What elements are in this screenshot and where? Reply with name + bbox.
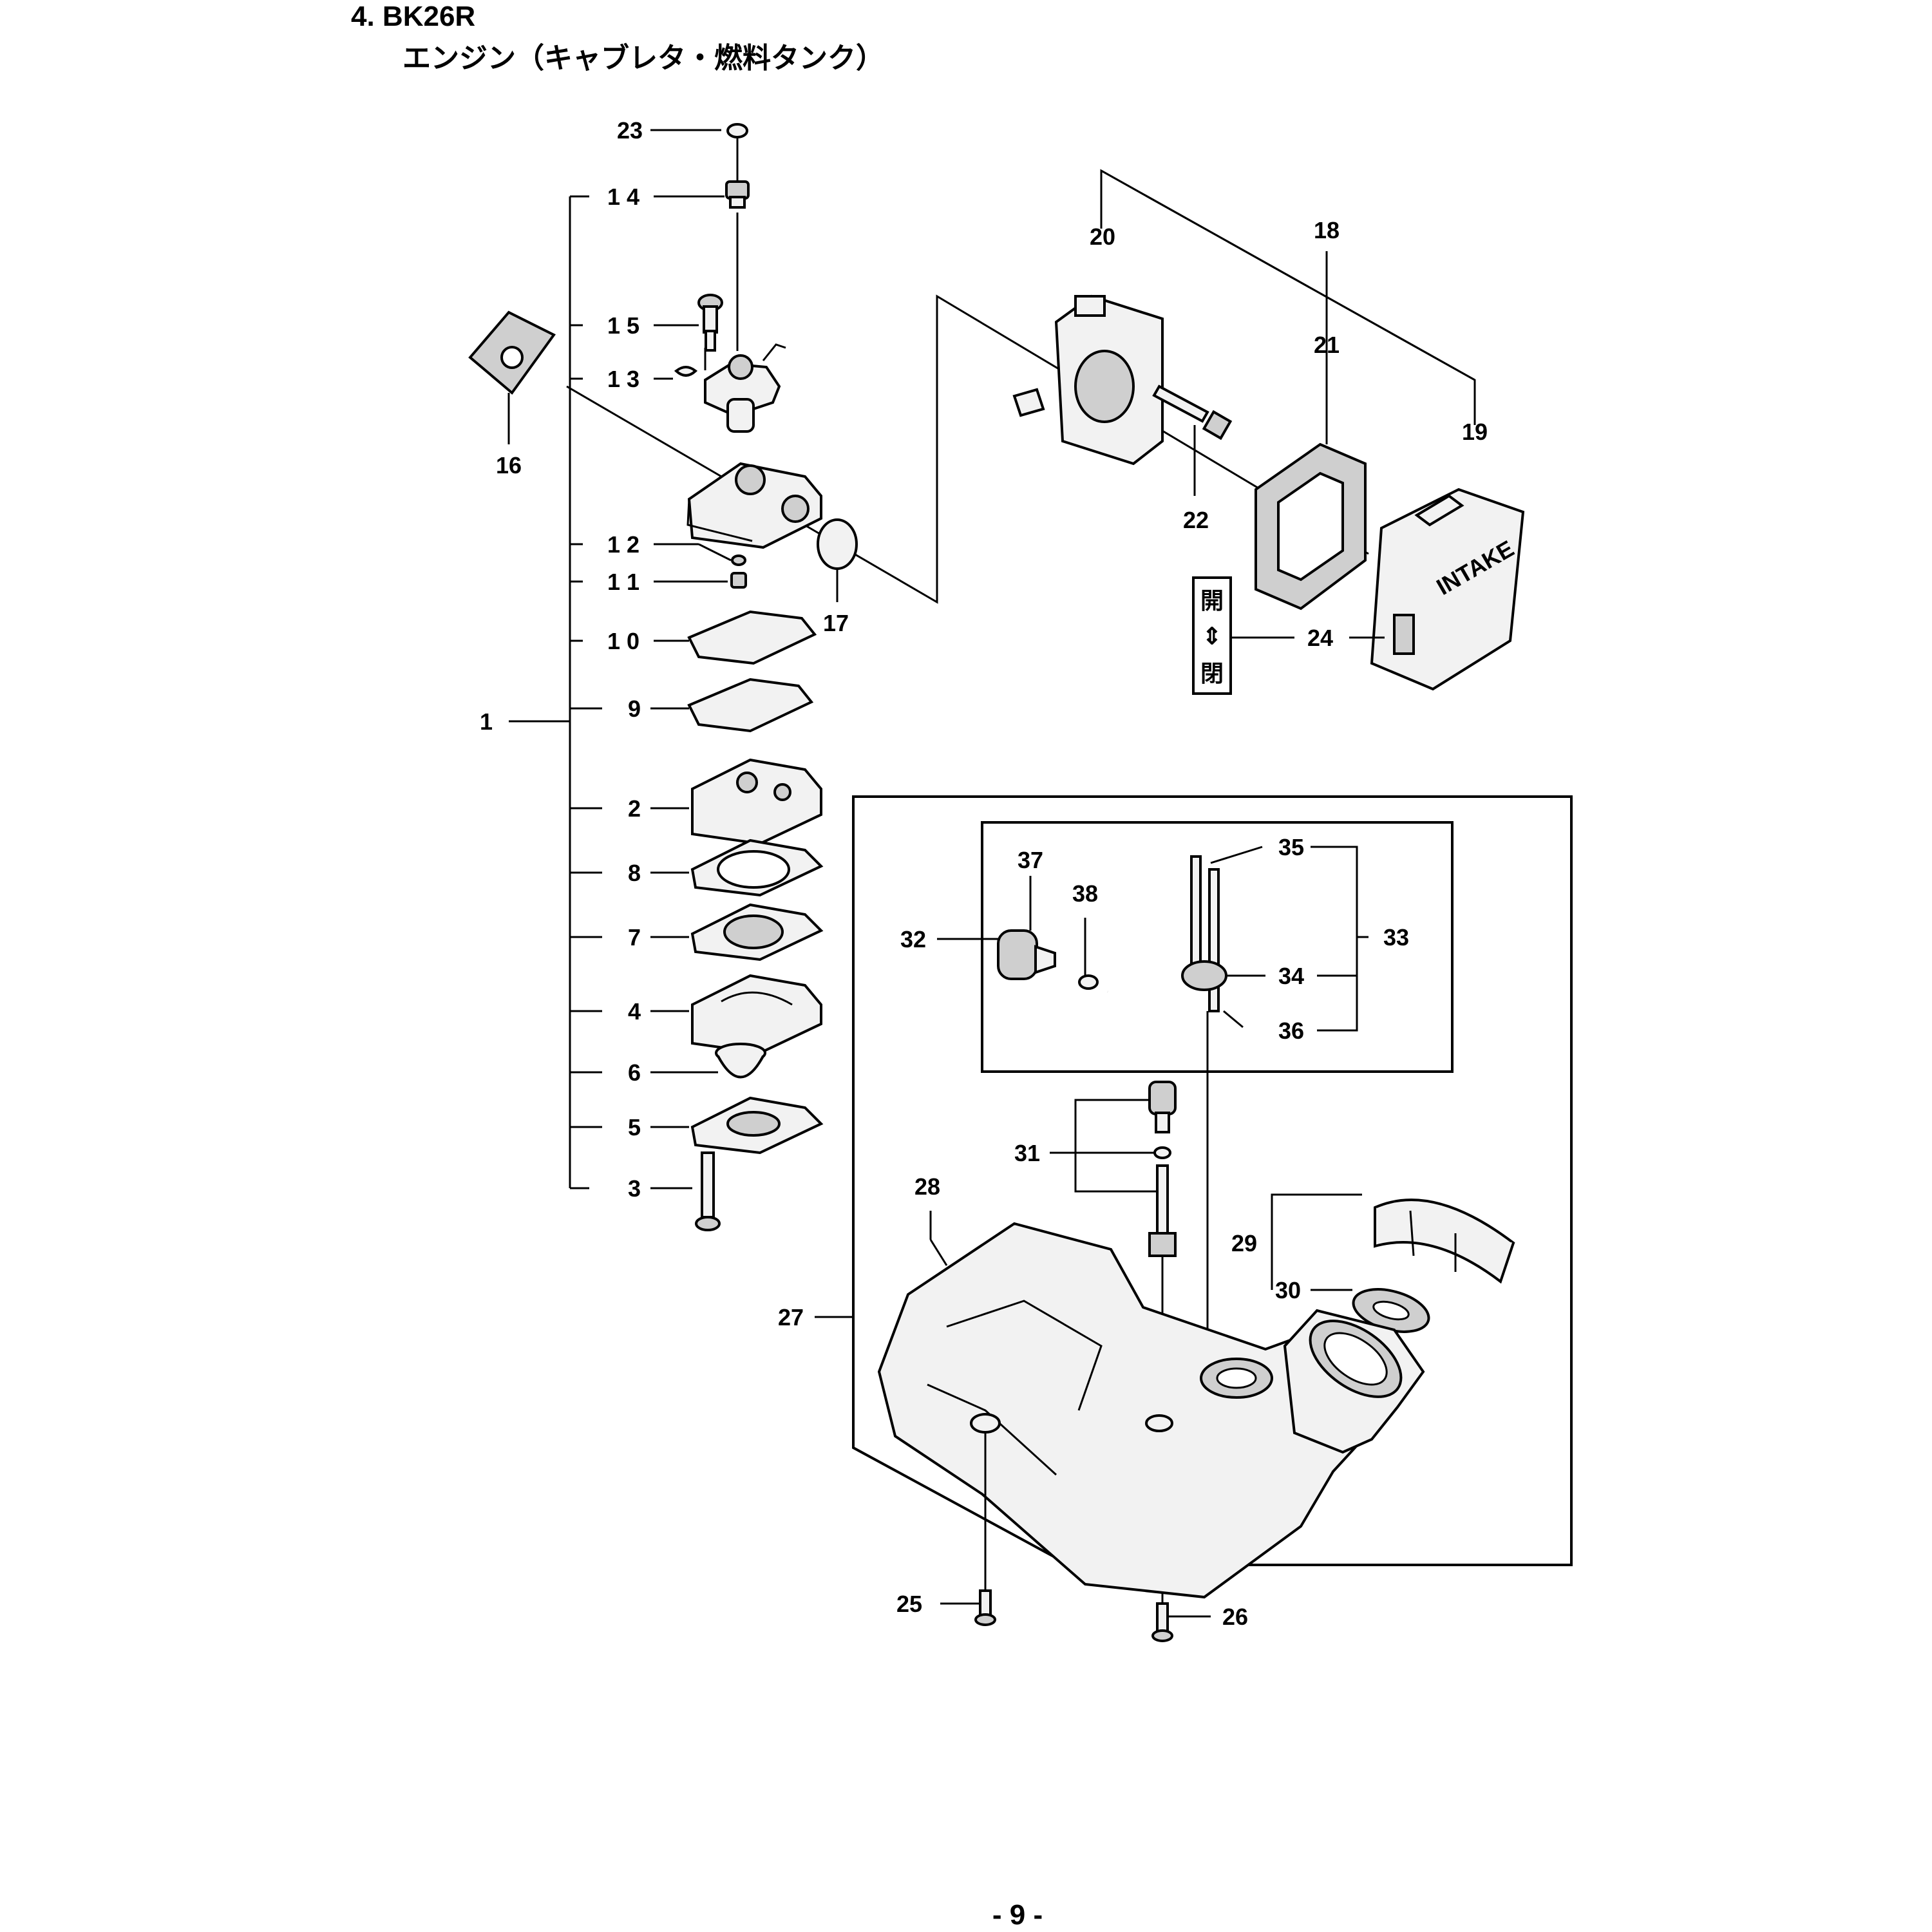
callout-2: 2 [628, 795, 641, 822]
callout-1: 1 [480, 708, 493, 735]
callout-27: 27 [778, 1304, 804, 1331]
bracket-33 [1343, 846, 1368, 1032]
callout-3: 3 [628, 1175, 641, 1202]
callout-30: 30 [1275, 1277, 1301, 1303]
air-filter-element-21 [1255, 442, 1367, 611]
screw-26 [1151, 1602, 1173, 1642]
legend-close: 閉 [1200, 660, 1224, 687]
callout-34: 34 [1278, 963, 1304, 989]
pump-body-2 [691, 758, 822, 846]
callout-28: 28 [914, 1173, 940, 1200]
screw-15 [697, 294, 723, 352]
diaphragm-7 [690, 903, 824, 961]
insulator-16 [468, 310, 556, 444]
callout-38: 38 [1072, 880, 1098, 907]
callout-13: 1 3 [607, 366, 639, 392]
callout-10: 1 0 [607, 628, 639, 654]
callout-21: 21 [1314, 332, 1340, 358]
diaphragm-9 [687, 677, 814, 733]
callout-19: 19 [1462, 419, 1488, 445]
callout-8: 8 [628, 860, 641, 886]
callout-32: 32 [900, 926, 926, 952]
callout-14: 1 4 [607, 184, 639, 210]
choke-legend: 開 ⇕ 閉 [1192, 576, 1294, 695]
cap-gasket-30 [1352, 1288, 1430, 1333]
callout-11: 1 1 [607, 569, 639, 595]
screw-25 [974, 1589, 996, 1626]
callout-25: 25 [896, 1591, 922, 1617]
gasket-8 [690, 838, 824, 897]
callout-18: 18 [1314, 217, 1340, 243]
callout-4: 4 [628, 998, 641, 1025]
callout-15: 1 5 [607, 312, 639, 339]
screw-3 [695, 1151, 721, 1231]
clip-13 [674, 366, 698, 377]
gasket-17 [817, 518, 858, 570]
fuel-tank-28 [877, 1222, 1425, 1599]
bolt-22 [1152, 384, 1233, 496]
fuel-filter-37 [997, 929, 1056, 980]
carburetor-top-body [704, 343, 786, 433]
legend-open: 開 [1200, 587, 1224, 614]
callout-31: 31 [1014, 1140, 1040, 1166]
jet-11 [730, 572, 747, 589]
callout-12: 1 2 [607, 531, 639, 558]
tank-cap-29 [1374, 1198, 1515, 1284]
callout-7: 7 [628, 924, 641, 951]
primer-bulb-6 [715, 1043, 766, 1079]
fuel-line-assembly [1106, 855, 1227, 1346]
callout-23: 23 [617, 117, 643, 144]
gasket-10 [687, 610, 817, 665]
legend-arrow: ⇕ [1202, 623, 1222, 649]
callout-36: 36 [1278, 1018, 1304, 1044]
section-subtitle: エンジン（キャブレタ・燃料タンク） [402, 42, 884, 74]
callout-labels: 1 2 3 4 5 6 7 8 9 1 0 1 1 1 2 1 3 1 4 1 … [480, 117, 1488, 1630]
callout-35: 35 [1278, 834, 1304, 860]
carburetor-bracket [509, 195, 602, 1189]
callout-29: 29 [1231, 1230, 1257, 1256]
clip-38 [1078, 918, 1099, 990]
callout-17: 17 [823, 610, 849, 636]
callout-24: 24 [1307, 625, 1333, 651]
callout-37: 37 [1018, 847, 1043, 873]
callout-33: 33 [1383, 924, 1409, 951]
cover-4 [691, 974, 822, 1055]
ring-12 [731, 554, 746, 566]
callout-16: 16 [496, 452, 522, 478]
fuel-pickup-frame [981, 821, 1454, 1073]
cover-plate-5 [690, 1096, 824, 1155]
o-ring-23 [726, 123, 748, 138]
callout-26: 26 [1222, 1604, 1248, 1630]
air-cleaner-cover-19: INTAKE [1370, 488, 1525, 691]
page-number: - 9 - [992, 1899, 1043, 1931]
plug-14 [725, 180, 750, 209]
carburetor-leaders [650, 129, 739, 1189]
callout-22: 22 [1183, 507, 1209, 533]
callout-5: 5 [628, 1114, 641, 1141]
section-title: 4. BK26R [351, 1, 475, 32]
bracket-29-30 [1271, 1193, 1362, 1290]
callout-6: 6 [628, 1059, 641, 1086]
assembly-guide-line [566, 294, 1369, 604]
callout-20: 20 [1090, 223, 1115, 250]
fuel-tank-frame [852, 795, 1573, 1566]
carburetor-main-body [687, 462, 822, 549]
callout-9: 9 [628, 696, 641, 722]
air-cleaner-base-20 [1012, 294, 1164, 466]
